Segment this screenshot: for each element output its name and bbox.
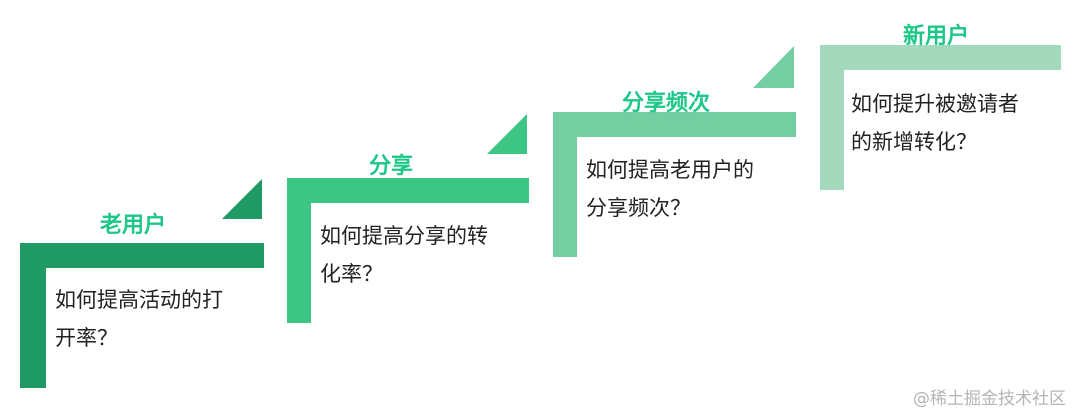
step-2-triangle — [487, 114, 527, 154]
step-1-description: 如何提高活动的打 开率？ — [55, 281, 223, 357]
step-2-description-line-1: 如何提高分享的转 — [320, 224, 488, 248]
step-2-description: 如何提高分享的转 化率？ — [320, 217, 488, 293]
step-1-description-line-1: 如何提高活动的打 — [55, 288, 223, 312]
step-4-description: 如何提升被邀请者 的新增转化？ — [851, 85, 1019, 161]
step-1-triangle — [222, 179, 262, 219]
step-4-title: 新用户 — [903, 24, 970, 49]
step-3-description-line-2: 分享频次？ — [586, 196, 691, 220]
step-4-bracket — [820, 45, 1061, 190]
step-4-description-line-2: 的新增转化？ — [851, 130, 977, 154]
step-3-description: 如何提高老用户的 分享频次？ — [586, 151, 754, 227]
step-3-bracket — [553, 112, 796, 257]
step-2-title: 分享 — [369, 154, 414, 179]
step-2-bracket — [287, 178, 529, 323]
step-3-title: 分享频次 — [622, 91, 711, 116]
step-4-description-line-1: 如何提升被邀请者 — [851, 92, 1019, 116]
watermark: @稀土掘金技术社区 — [913, 389, 1066, 409]
step-2-description-line-2: 化率？ — [320, 262, 383, 286]
step-1-title: 老用户 — [100, 213, 167, 238]
step-3-description-line-1: 如何提高老用户的 — [586, 158, 754, 182]
step-1-description-line-2: 开率？ — [55, 326, 118, 350]
step-3-triangle — [753, 46, 794, 88]
step-1-bracket — [20, 243, 264, 388]
